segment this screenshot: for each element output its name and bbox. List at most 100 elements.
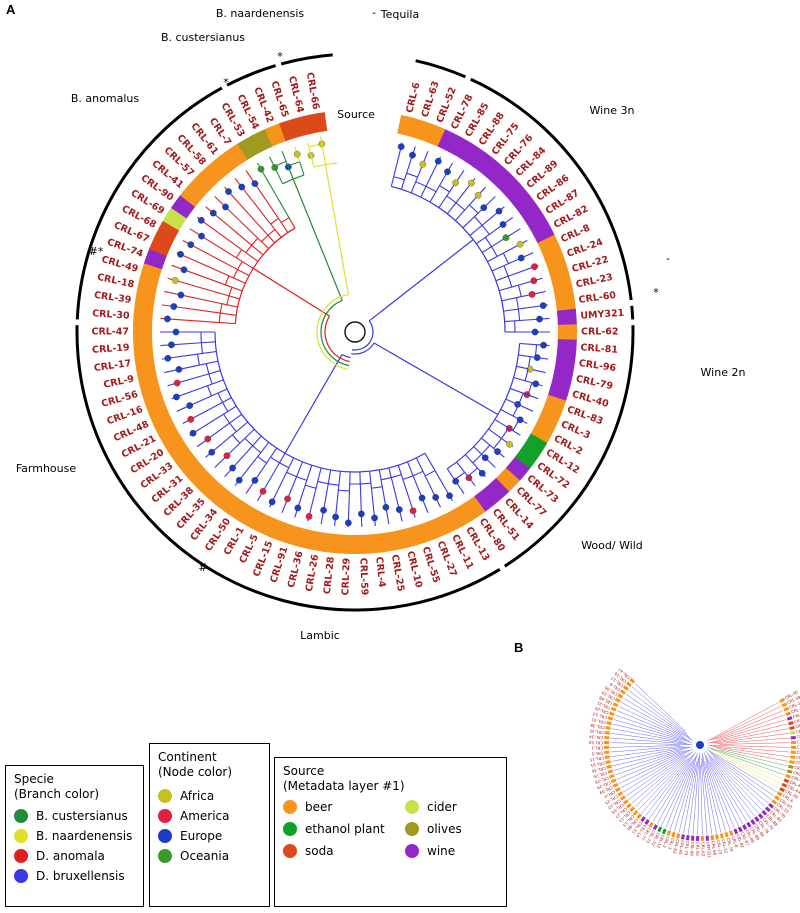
legend-item: beer — [283, 797, 405, 817]
continent-node — [409, 507, 417, 515]
root-arc — [320, 299, 350, 367]
root-arc — [341, 353, 351, 359]
source-ring-segment — [522, 433, 548, 457]
fan-branch — [611, 746, 690, 762]
fan-branch — [710, 761, 748, 822]
fan-source-mark — [606, 764, 612, 769]
fan-strain-label: CRL-42 — [791, 775, 800, 785]
source-ring-segment — [134, 292, 156, 311]
continent-node — [536, 315, 543, 323]
swatch-yellow — [14, 829, 28, 843]
fan-strain-label: CRL-86 — [745, 829, 756, 844]
fan-branch — [665, 757, 695, 829]
fan-strain-label: UMY321 — [706, 841, 712, 858]
clade-spoke — [462, 207, 484, 229]
source-ring-segment — [136, 277, 159, 297]
fan-source-mark — [610, 706, 617, 712]
continent-node — [173, 393, 180, 401]
clade-connector — [424, 470, 436, 477]
clade-connector — [328, 483, 339, 486]
legend-specie: Specie (Branch color) B. custersianus B.… — [5, 765, 144, 907]
continent-node — [539, 302, 547, 309]
source-ring-segment — [556, 308, 577, 326]
source-ring-segment — [308, 112, 328, 134]
continent-node — [517, 254, 525, 262]
clade-spoke — [487, 252, 504, 263]
fan-source-mark — [737, 826, 743, 833]
clade-connector — [244, 437, 253, 447]
continent-node — [540, 341, 547, 349]
source-ring-segment — [134, 352, 156, 371]
fan-branch — [719, 719, 787, 740]
clade-connector — [205, 363, 210, 375]
strain-label: CRL-60 — [578, 290, 617, 306]
clade-spoke — [500, 408, 520, 420]
clade-connector — [338, 489, 350, 492]
strain-label: CRL-29 — [340, 558, 352, 596]
clade-connector — [228, 287, 233, 297]
source-ring-segment — [530, 420, 555, 444]
fan-strain-label: CRL-64 — [787, 784, 800, 795]
strain-label: CRL-36 — [286, 550, 306, 589]
fan-strain-label: CRL-66 — [784, 789, 799, 800]
continent-node — [531, 328, 539, 336]
fan-strain-label: CRL-34 — [588, 734, 603, 740]
fan-source-mark — [629, 677, 636, 684]
continent-node — [332, 513, 339, 521]
source-ring-segment — [155, 220, 180, 244]
fan-branch — [615, 714, 690, 742]
clade-connector — [371, 486, 383, 489]
clade-spoke — [464, 454, 478, 469]
clade-spoke — [518, 354, 543, 359]
fan-branch — [701, 755, 717, 834]
leaf-branch — [518, 404, 534, 412]
clade-spoke — [415, 457, 429, 483]
continent-node — [526, 365, 534, 373]
source-ring-segment — [211, 487, 236, 512]
clade-connector — [267, 229, 276, 236]
fan-strain-label: CRL-18 — [788, 699, 800, 709]
clade-spoke — [302, 464, 313, 492]
source-ring-segment — [410, 522, 431, 546]
legend-item-label: D. bruxellensis — [36, 869, 125, 883]
clade-spoke — [273, 166, 284, 184]
leaf-branch — [518, 433, 521, 436]
strain-label: CRL-10 — [404, 550, 424, 589]
fan-source-mark — [789, 760, 795, 764]
fan-source-mark — [604, 755, 610, 760]
legend-item-label: ethanol plant — [305, 822, 385, 836]
fan-strain-label: CRL-58 — [797, 750, 800, 756]
root-arc — [316, 293, 349, 371]
source-ring-segment — [485, 161, 510, 187]
marker-hash-crl-50: # — [198, 561, 207, 574]
clade-spoke — [270, 223, 282, 238]
leaf-branch — [390, 477, 403, 522]
fan-branch — [616, 750, 688, 780]
fan-strain-label: CRL-54 — [792, 770, 800, 779]
legend-item-label: olives — [427, 822, 462, 836]
clade-connector — [491, 246, 498, 257]
fan-source-mark — [742, 824, 748, 831]
clade-stem — [252, 267, 330, 317]
source-ring-segment — [293, 526, 313, 550]
strain-label: CRL-79 — [575, 374, 614, 393]
clade-spoke — [274, 212, 289, 233]
legend-continent: Continent (Node color) Africa America Eu… — [149, 743, 270, 907]
fan-strain-label: CRL-23 — [716, 840, 724, 855]
fan-strain-label: CRL-2 — [662, 836, 671, 849]
clade-spoke — [201, 341, 216, 344]
fan-branch — [688, 758, 699, 835]
clade-connector — [200, 342, 204, 354]
fan-strain-label: CRL-28 — [594, 775, 610, 785]
fan-branch — [709, 706, 782, 741]
clade-spoke — [283, 457, 295, 479]
swatch-olive-yellow — [158, 789, 172, 803]
continent-node — [528, 291, 536, 298]
source-ring-segment — [437, 129, 460, 154]
source-ring-segment — [170, 445, 196, 469]
continent-node — [478, 469, 486, 477]
legend-item-label: D. anomala — [36, 849, 105, 863]
fan-branch — [610, 746, 687, 757]
leaf-branch — [196, 422, 230, 448]
legend-item-label: cider — [427, 800, 457, 814]
